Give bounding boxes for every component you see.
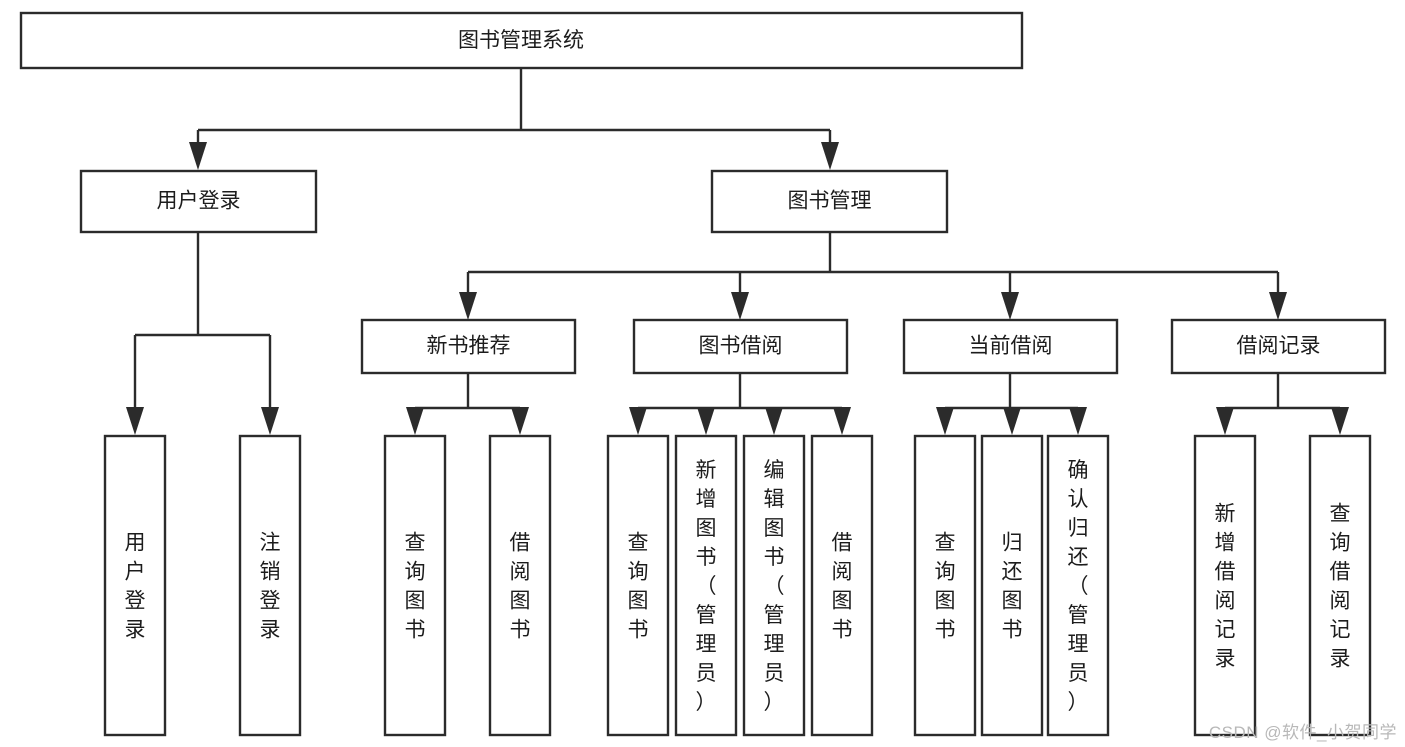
- connector-group-root: [189, 68, 839, 170]
- leaf-user-login-logout[interactable]: 注销登录: [238, 434, 302, 737]
- node-current-borrow[interactable]: 当前借阅: [902, 318, 1119, 375]
- leaf-record-query-label: 查询借阅记录: [1330, 503, 1351, 671]
- node-book-borrow-label: 图书借阅: [699, 335, 783, 358]
- leaf-borrow-borrow-book-box[interactable]: [810, 434, 874, 737]
- arrowhead-newbook-leaf2: [511, 407, 529, 435]
- node-current-borrow-label: 当前借阅: [969, 335, 1053, 358]
- arrowhead-borrow-record: [1269, 292, 1287, 320]
- node-new-book-recommend-label: 新书推荐: [427, 335, 511, 358]
- node-current-borrow-box[interactable]: [902, 318, 1119, 375]
- node-root-system[interactable]: 图书管理系统: [19, 11, 1024, 70]
- leaf-user-login-login-label: 用户登录: [125, 532, 146, 642]
- leaf-current-return-book-box[interactable]: [980, 434, 1044, 737]
- leaf-new-book-borrow[interactable]: 借阅图书: [488, 434, 552, 737]
- leaf-borrow-add-book[interactable]: 新增图书（管理员）: [674, 434, 738, 737]
- node-book-borrow[interactable]: 图书借阅: [632, 318, 849, 375]
- csdn-watermark: CSDN @软件_小贺同学: [1208, 723, 1397, 742]
- leaf-borrow-borrow-book[interactable]: 借阅图书: [810, 434, 874, 737]
- leaf-record-add-label: 新增借阅记录: [1215, 503, 1236, 671]
- leaf-record-add-box[interactable]: [1193, 434, 1257, 737]
- leaf-borrow-edit-book-label: 编辑图书（管理员）: [764, 459, 785, 714]
- arrowhead-bookmgmt: [821, 142, 839, 170]
- connector-group-borrow-record: [1216, 373, 1349, 435]
- leaf-borrow-query-book-box[interactable]: [606, 434, 670, 737]
- arrowhead-currentborrow-leaf3: [1069, 407, 1087, 435]
- leaf-user-login-logout-box[interactable]: [238, 434, 302, 737]
- arrowhead-borrow-book: [731, 292, 749, 320]
- leaf-current-return-book-label: 归还图书: [1002, 532, 1023, 642]
- leaf-current-query-book-box[interactable]: [913, 434, 977, 737]
- leaf-record-query[interactable]: 查询借阅记录: [1308, 434, 1372, 737]
- leaf-borrow-query-book-label: 查询图书: [628, 532, 649, 642]
- node-user-login[interactable]: 用户登录: [79, 169, 318, 234]
- node-user-login-box[interactable]: [79, 169, 318, 234]
- arrowhead-currentborrow-leaf2: [1003, 407, 1021, 435]
- connector-group-book-mgmt: [459, 232, 1287, 320]
- leaf-current-query-book-label: 查询图书: [935, 532, 956, 642]
- node-root-system-box[interactable]: [19, 11, 1024, 70]
- leaf-borrow-add-book-label: 新增图书（管理员）: [696, 459, 717, 714]
- node-new-book-recommend-box[interactable]: [360, 318, 577, 375]
- leaf-borrow-borrow-book-label: 借阅图书: [832, 532, 853, 642]
- arrowhead-user-login-leaf: [126, 407, 144, 435]
- connector-group-borrow-book: [629, 373, 851, 435]
- leaf-record-query-box[interactable]: [1308, 434, 1372, 737]
- leaf-current-confirm-return-box[interactable]: [1046, 434, 1110, 737]
- leaf-user-login-login-box[interactable]: [103, 434, 167, 737]
- node-borrow-record-box[interactable]: [1170, 318, 1387, 375]
- arrowhead-new-book: [459, 292, 477, 320]
- leaf-record-add[interactable]: 新增借阅记录: [1193, 434, 1257, 737]
- leaf-borrow-add-book-box[interactable]: [674, 434, 738, 737]
- leaf-new-book-query-box[interactable]: [383, 434, 447, 737]
- arrowhead-borrowbook-leaf3: [765, 407, 783, 435]
- leaf-current-confirm-return-label: 确认归还（管理员）: [1068, 459, 1089, 714]
- arrowhead-borrowrecord-leaf2: [1331, 407, 1349, 435]
- connector-group-user-login: [126, 232, 279, 435]
- node-book-management-label: 图书管理: [788, 190, 872, 213]
- node-root-system-label: 图书管理系统: [458, 29, 584, 52]
- leaf-user-login-login[interactable]: 用户登录: [103, 434, 167, 737]
- node-borrow-record[interactable]: 借阅记录: [1170, 318, 1387, 375]
- leaf-new-book-query[interactable]: 查询图书: [383, 434, 447, 737]
- node-borrow-record-label: 借阅记录: [1237, 335, 1321, 358]
- leaf-current-query-book[interactable]: 查询图书: [913, 434, 977, 737]
- node-new-book-recommend[interactable]: 新书推荐: [360, 318, 577, 375]
- leaf-new-book-borrow-label: 借阅图书: [510, 532, 531, 642]
- arrowhead-borrowbook-leaf1: [629, 407, 647, 435]
- leaf-new-book-borrow-box[interactable]: [488, 434, 552, 737]
- node-book-management-box[interactable]: [710, 169, 949, 234]
- connector-group-current-borrow: [936, 373, 1087, 435]
- node-book-management[interactable]: 图书管理: [710, 169, 949, 234]
- arrowhead-current-borrow: [1001, 292, 1019, 320]
- arrowhead-currentborrow-leaf1: [936, 407, 954, 435]
- arrowhead-newbook-leaf1: [406, 407, 424, 435]
- leaf-borrow-edit-book[interactable]: 编辑图书（管理员）: [742, 434, 806, 737]
- node-user-login-label: 用户登录: [157, 190, 241, 213]
- leaf-borrow-query-book[interactable]: 查询图书: [606, 434, 670, 737]
- arrowhead-logout-leaf: [261, 407, 279, 435]
- arrowhead-borrowrecord-leaf1: [1216, 407, 1234, 435]
- node-book-borrow-box[interactable]: [632, 318, 849, 375]
- connector-group-new-book: [406, 373, 529, 435]
- arrowhead-borrowbook-leaf4: [833, 407, 851, 435]
- arrowhead-borrowbook-leaf2: [697, 407, 715, 435]
- leaf-current-return-book[interactable]: 归还图书: [980, 434, 1044, 737]
- leaf-current-confirm-return[interactable]: 确认归还（管理员）: [1046, 434, 1110, 737]
- leaf-borrow-edit-book-box[interactable]: [742, 434, 806, 737]
- arrowhead-userlogin: [189, 142, 207, 170]
- leaf-user-login-logout-label: 注销登录: [260, 532, 281, 642]
- leaf-new-book-query-label: 查询图书: [405, 532, 426, 642]
